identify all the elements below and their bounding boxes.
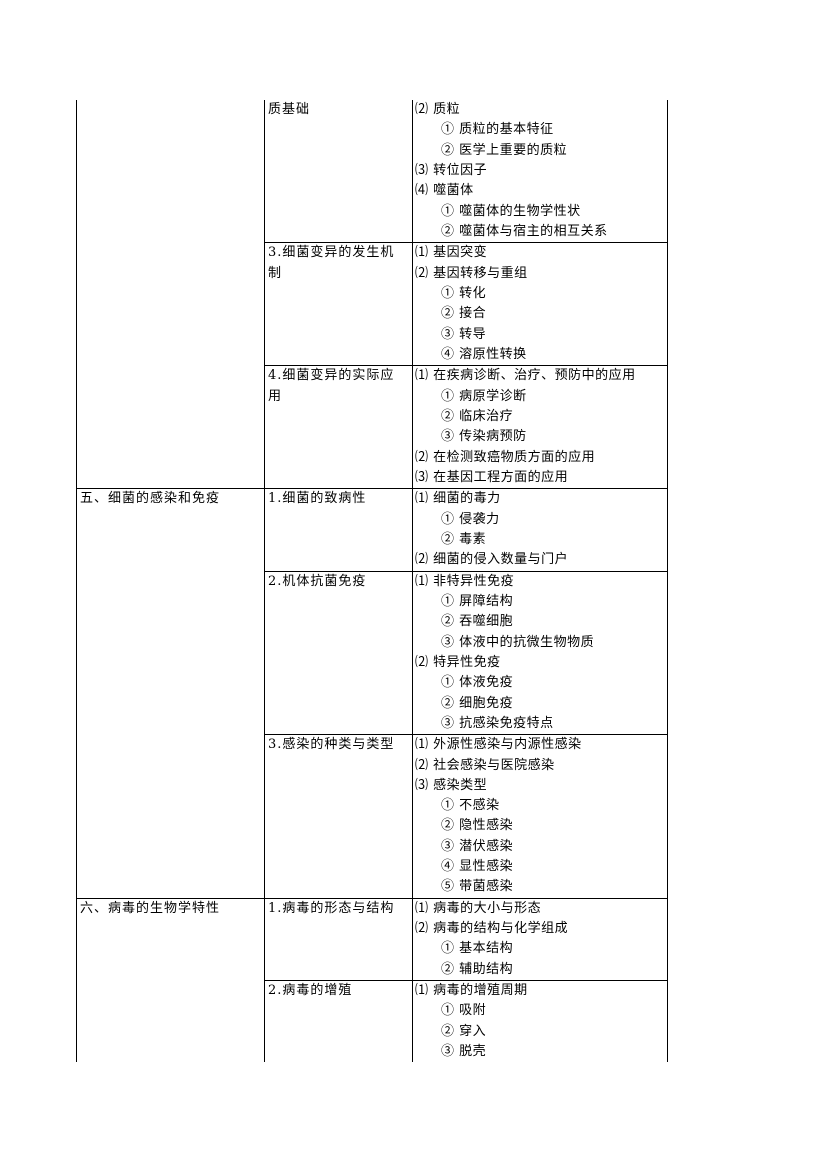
content-item: ⑶ 感染类型 [415, 777, 488, 793]
content-item: ⑵ 基因转移与重组 [415, 265, 528, 281]
content-cell: ⑴ 病毒的大小与形态 ⑵ 病毒的结构与化学组成 ① 基本结构 ② 辅助结构 [412, 897, 668, 981]
content-item: ② 辅助结构 [441, 961, 514, 977]
content-cell: ⑴ 在疾病诊断、治疗、预防中的应用 ① 病原学诊断 ② 临床治疗 ③ 传染病预防 ⑵ 在… [412, 365, 668, 489]
content-item: ⑵ 细菌的侵入数量与门户 [415, 552, 569, 568]
content-item: ② 临床治疗 [441, 408, 514, 424]
content-item: ① 病原学诊断 [441, 388, 527, 404]
content-item: ⑤ 带菌感染 [441, 879, 514, 895]
content-item: ② 穿入 [441, 1023, 487, 1039]
content-item: ① 转化 [441, 285, 487, 301]
subtopic-title: 2.机体抗菌免疫 [264, 570, 412, 735]
content-item: ⑵ 病毒的结构与化学组成 [415, 921, 569, 937]
content-item: ② 毒素 [441, 531, 487, 547]
subtopic-row: 3.细菌变异的发生机制⑴ 基因突变 ⑵ 基因转移与重组 ① 转化 ② 接合 ③ 转导 ④ … [264, 242, 668, 366]
content-cell: ⑴ 细菌的毒力 ① 侵袭力 ② 毒素 ⑵ 细菌的侵入数量与门户 [412, 488, 668, 571]
subtopic-row: 质基础⑵ 质粒 ① 质粒的基本特征 ② 医学上重要的质粒 ⑶ 转位因子 ⑷ 噬菌体 ① 噬… [264, 100, 668, 243]
content-item: ⑵ 在检测致癌物质方面的应用 [415, 449, 596, 465]
subtopic-row: 1.病毒的形态与结构⑴ 病毒的大小与形态 ⑵ 病毒的结构与化学组成 ① 基本结构 ② … [264, 897, 668, 981]
topic-cell: 六、病毒的生物学特性 [76, 897, 264, 1063]
content-item: ① 吸附 [441, 1003, 487, 1019]
syllabus-table: 质基础⑵ 质粒 ① 质粒的基本特征 ② 医学上重要的质粒 ⑶ 转位因子 ⑷ 噬菌体 ① 噬… [76, 100, 668, 1063]
subtopic-title: 2.病毒的增殖 [264, 980, 412, 1063]
content-item: ⑴ 基因突变 [415, 245, 488, 261]
content-cell: ⑴ 病毒的增殖周期 ① 吸附 ② 穿入 ③ 脱壳 [412, 980, 668, 1063]
content-cell: ⑵ 质粒 ① 质粒的基本特征 ② 医学上重要的质粒 ⑶ 转位因子 ⑷ 噬菌体 ① 噬菌体的… [412, 100, 668, 243]
content-cell: ⑴ 外源性感染与内源性感染 ⑵ 社会感染与医院感染 ⑶ 感染类型 ① 不感染 ② 隐性感… [412, 734, 668, 898]
content-item: ① 质粒的基本特征 [441, 122, 554, 138]
topic-cell [76, 100, 264, 489]
subtopic-row: 1.细菌的致病性⑴ 细菌的毒力 ① 侵袭力 ② 毒素 ⑵ 细菌的侵入数量与门户 [264, 488, 668, 571]
subtopic-row: 4.细菌变异的实际应用⑴ 在疾病诊断、治疗、预防中的应用 ① 病原学诊断 ② 临床治… [264, 365, 668, 489]
content-item: ② 隐性感染 [441, 818, 514, 834]
content-item: ④ 显性感染 [441, 859, 514, 875]
subtopic-title: 1.细菌的致病性 [264, 488, 412, 571]
subtopic-title: 4.细菌变异的实际应用 [264, 365, 412, 489]
content-item: ① 侵袭力 [441, 511, 500, 527]
content-item: ⑷ 噬菌体 [415, 183, 474, 199]
content-item: ⑴ 病毒的增殖周期 [415, 983, 528, 999]
subtopic-row: 3.感染的种类与类型⑴ 外源性感染与内源性感染 ⑵ 社会感染与医院感染 ⑶ 感染类型… [264, 734, 668, 898]
content-cell: ⑴ 非特异性免疫 ① 屏障结构 ② 吞噬细胞 ③ 体液中的抗微生物物质 ⑵ 特异性免疫 ①… [412, 570, 668, 735]
content-item: ⑴ 外源性感染与内源性感染 [415, 737, 582, 753]
content-item: ① 屏障结构 [441, 593, 514, 609]
content-item: ⑴ 非特异性免疫 [415, 573, 515, 589]
subtopic-group: 1.病毒的形态与结构⑴ 病毒的大小与形态 ⑵ 病毒的结构与化学组成 ① 基本结构 ② … [264, 897, 668, 1063]
subtopic-title: 3.细菌变异的发生机制 [264, 242, 412, 366]
content-item: ② 接合 [441, 306, 487, 322]
content-item: ③ 抗感染免疫特点 [441, 715, 554, 731]
content-item: ③ 体液中的抗微生物物质 [441, 634, 595, 650]
subtopic-title: 1.病毒的形态与结构 [264, 897, 412, 981]
content-item: ② 医学上重要的质粒 [441, 142, 568, 158]
table-section: 质基础⑵ 质粒 ① 质粒的基本特征 ② 医学上重要的质粒 ⑶ 转位因子 ⑷ 噬菌体 ① 噬… [76, 100, 668, 489]
content-item: ② 噬菌体与宿主的相互关系 [441, 223, 608, 239]
content-item: ② 吞噬细胞 [441, 614, 514, 630]
content-item: ① 基本结构 [441, 941, 514, 957]
content-cell: ⑴ 基因突变 ⑵ 基因转移与重组 ① 转化 ② 接合 ③ 转导 ④ 溶原性转换 [412, 242, 668, 366]
content-item: ③ 传染病预防 [441, 429, 527, 445]
content-item: ⑵ 特异性免疫 [415, 654, 501, 670]
content-item: ③ 潜伏感染 [441, 838, 514, 854]
content-item: ② 细胞免疫 [441, 695, 514, 711]
content-item: ⑵ 社会感染与医院感染 [415, 757, 555, 773]
content-item: ⑵ 质粒 [415, 102, 461, 117]
content-item: ① 噬菌体的生物学性状 [441, 203, 581, 219]
content-item: ⑴ 在疾病诊断、治疗、预防中的应用 [415, 368, 636, 384]
subtopic-group: 质基础⑵ 质粒 ① 质粒的基本特征 ② 医学上重要的质粒 ⑶ 转位因子 ⑷ 噬菌体 ① 噬… [264, 100, 668, 489]
subtopic-row: 2.机体抗菌免疫⑴ 非特异性免疫 ① 屏障结构 ② 吞噬细胞 ③ 体液中的抗微生物物质… [264, 570, 668, 735]
content-item: ① 不感染 [441, 798, 500, 814]
subtopic-title: 质基础 [264, 100, 412, 243]
content-item: ③ 转导 [441, 326, 487, 342]
subtopic-row: 2.病毒的增殖⑴ 病毒的增殖周期 ① 吸附 ② 穿入 ③ 脱壳 [264, 980, 668, 1063]
topic-cell: 五、细菌的感染和免疫 [76, 488, 264, 898]
content-item: ⑶ 在基因工程方面的应用 [415, 469, 569, 485]
content-item: ③ 脱壳 [441, 1044, 487, 1060]
content-item: ④ 溶原性转换 [441, 346, 527, 362]
content-item: ⑶ 转位因子 [415, 162, 488, 178]
subtopic-title: 3.感染的种类与类型 [264, 734, 412, 898]
content-item: ① 体液免疫 [441, 675, 514, 691]
content-item: ⑴ 病毒的大小与形态 [415, 900, 542, 916]
content-item: ⑴ 细菌的毒力 [415, 491, 501, 507]
